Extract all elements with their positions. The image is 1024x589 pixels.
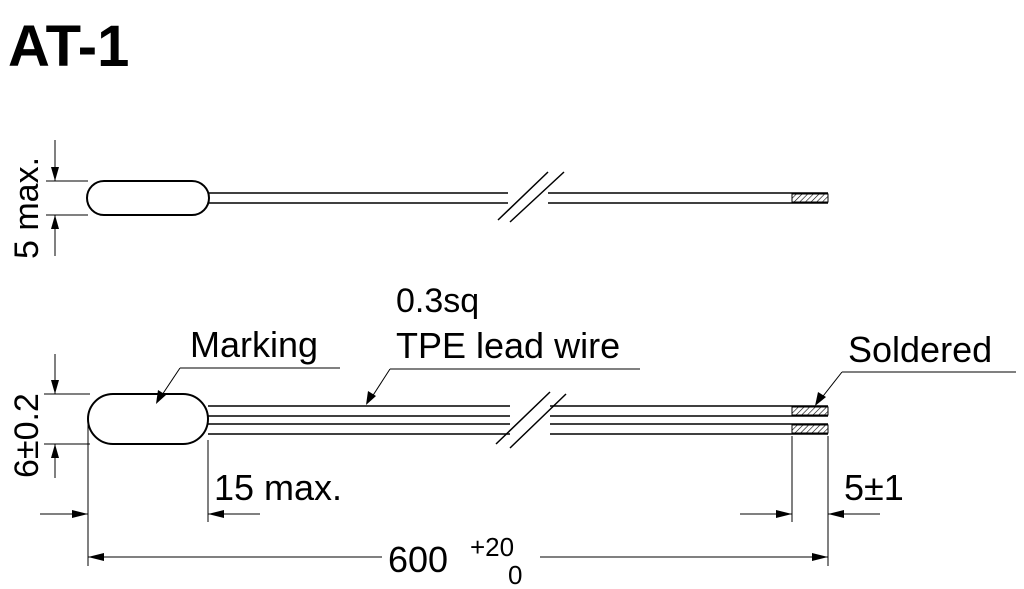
top-view: 5 max.	[8, 140, 829, 259]
break-mark	[495, 391, 551, 445]
soldered-leader	[819, 371, 843, 401]
dim-5-max: 5 max.	[8, 157, 46, 259]
arrowhead	[812, 553, 828, 561]
marking-label: Marking	[190, 324, 318, 365]
soldered-tip-top	[791, 193, 829, 203]
break-gap-bottom	[510, 400, 550, 440]
arrowhead	[51, 215, 59, 229]
sensor-body-top	[86, 180, 210, 216]
arrowhead	[156, 390, 166, 404]
part-title: AT-1	[8, 14, 129, 79]
arrowhead	[51, 380, 59, 394]
soldered-tip-1	[791, 406, 829, 416]
break-gap-top	[508, 186, 548, 210]
wire-size-label: 0.3sq	[396, 282, 479, 320]
arrowhead	[51, 444, 59, 458]
break-mark	[509, 171, 565, 223]
dim-600-value: 600	[388, 539, 448, 580]
arrowhead	[776, 510, 792, 518]
dim-15-max: 15 max.	[214, 467, 342, 508]
arrowhead	[51, 167, 59, 181]
dim-600-lower-tolerance: 0	[508, 560, 522, 589]
arrowhead	[828, 510, 844, 518]
break-mark	[509, 393, 567, 449]
arrowhead	[815, 392, 826, 406]
break-mark	[497, 171, 549, 221]
sensor-body-bottom	[87, 393, 209, 445]
wire-type-label: TPE lead wire	[396, 325, 620, 366]
arrowhead	[208, 510, 224, 518]
dim-600-upper-tolerance: +20	[470, 532, 514, 562]
bottom-view: 6±0.2 Marking 0.3sq TPE lead wire Solder…	[8, 282, 1016, 589]
arrowhead	[366, 391, 376, 405]
arrowhead	[72, 510, 88, 518]
dim-5-tolerance: 5±1	[844, 467, 904, 508]
arrowhead	[88, 553, 104, 561]
soldered-tip-2	[791, 424, 829, 434]
soldered-label: Soldered	[848, 329, 992, 370]
marking-leader	[159, 367, 181, 399]
dim-6-tolerance: 6±0.2	[8, 393, 46, 478]
